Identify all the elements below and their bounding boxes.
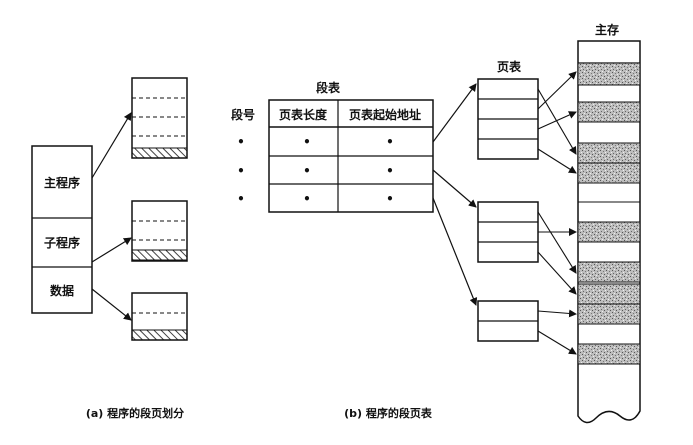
- page-block-data: [131, 292, 188, 341]
- memory-frame-2: [577, 101, 641, 123]
- row-marker-2: •: [237, 164, 245, 178]
- arrow-seg1-to-pagetable1: [432, 83, 477, 143]
- memory-frame-3: [577, 142, 641, 164]
- memory-frame-7: [577, 283, 641, 305]
- program-segments: 主程序 子程序 数据: [31, 145, 93, 314]
- cell-r1-c1: •: [303, 135, 311, 149]
- page-block-sub: [131, 200, 188, 262]
- segment-main-label: 主程序: [44, 175, 80, 190]
- segment-data-label: 数据: [50, 283, 74, 298]
- cell-r1-c2: •: [386, 135, 394, 149]
- arrow-seg2-to-pagetable2: [432, 169, 477, 208]
- segment-table: 段表 段号 页表长度 页表起始地址 • • • • • • • • •: [231, 80, 434, 213]
- segment-number-label: 段号: [231, 107, 255, 122]
- arrow-sub-to-pages: [91, 237, 132, 263]
- segment-table-title: 段表: [316, 80, 341, 95]
- cell-r2-c1: •: [303, 164, 311, 178]
- memory-frame-9: [577, 343, 641, 365]
- main-memory-label: 主存: [595, 22, 619, 37]
- memory-frame-1: [577, 62, 641, 86]
- cell-r2-c2: •: [386, 164, 394, 178]
- memory-frame-6: [577, 261, 641, 283]
- memory-frame-5: [577, 221, 641, 243]
- cell-r3-c2: •: [386, 192, 394, 206]
- program-box: [31, 145, 93, 314]
- memory-frame-4: [577, 162, 641, 184]
- cell-r3-c1: •: [303, 192, 311, 206]
- column-page-table-start: 页表起始地址: [349, 107, 421, 122]
- memory-frame-8: [577, 303, 641, 325]
- column-page-table-length: 页表长度: [279, 107, 328, 122]
- row-marker-3: •: [237, 192, 245, 206]
- segment-page-blocks: [91, 77, 188, 341]
- arrow-seg3-to-pagetable3: [432, 197, 478, 306]
- page-table-3: [477, 300, 539, 342]
- caption-b: (b) 程序的段页表: [344, 406, 433, 420]
- pagetable-to-memory-arrows: [537, 71, 577, 355]
- row-marker-1: •: [237, 135, 245, 149]
- arrow-data-to-pages: [91, 288, 132, 321]
- page-table-1: [477, 78, 539, 160]
- page-table-2: [477, 201, 539, 263]
- segment-sub-label: 子程序: [44, 235, 80, 250]
- page-table-label: 页表: [497, 59, 522, 74]
- page-block-main: [131, 77, 188, 159]
- main-memory: [577, 40, 641, 424]
- caption-a: (a) 程序的段页划分: [86, 406, 184, 420]
- arrow-main-to-pages: [91, 112, 132, 179]
